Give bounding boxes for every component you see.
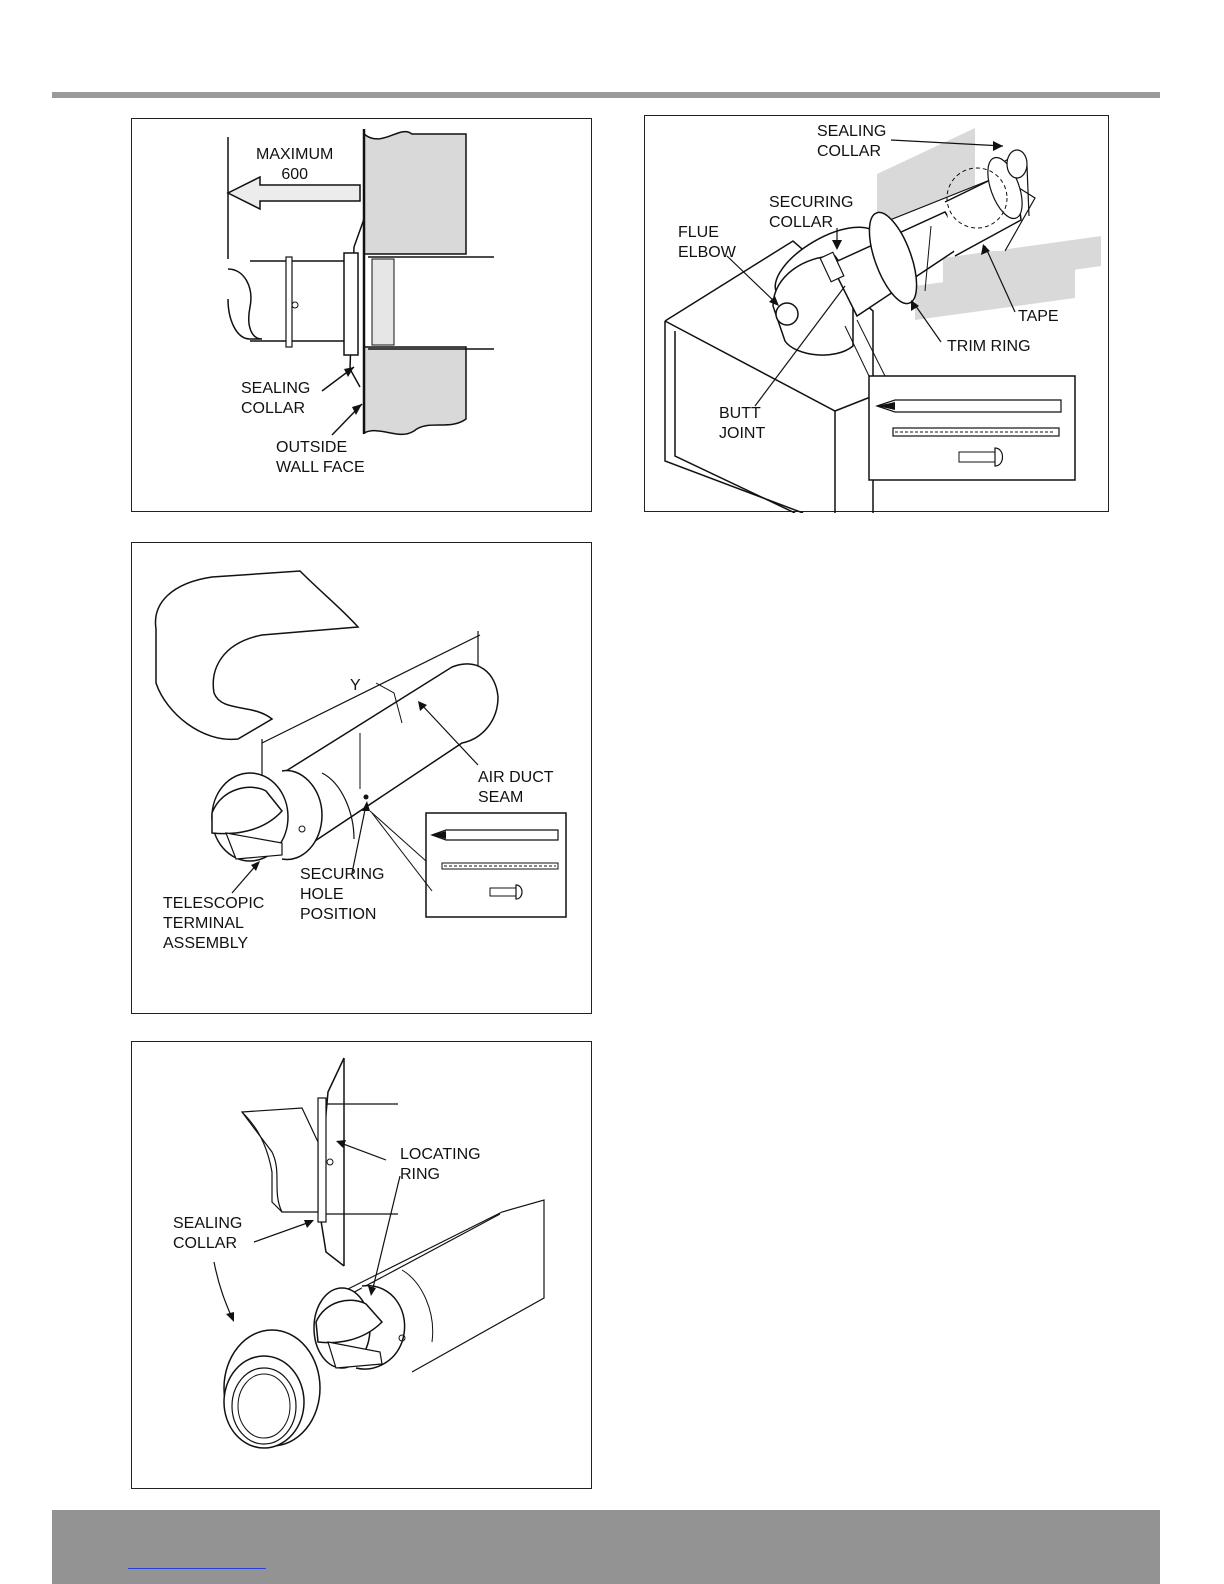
figure-flue-elbow-assembly: SEALING COLLAR SECURING COLLAR FLUE ELBO… (644, 115, 1109, 512)
figure-sealing-collar-fit: LOCATING RING SEALING COLLAR (131, 1041, 592, 1489)
sealing-collar-label: SEALING COLLAR (817, 122, 886, 162)
sealing-collar-label: SEALING COLLAR (241, 379, 310, 419)
footer-link[interactable] (128, 1554, 266, 1569)
securing-collar-label: SECURING COLLAR (769, 193, 853, 233)
trim-ring-label: TRIM RING (947, 337, 1031, 357)
tape-label: TAPE (1018, 307, 1059, 327)
sealing-collar-label: SEALING COLLAR (173, 1214, 242, 1254)
figure-terminal-measure: Y AIR DUCT SEAM SECURING HOLE POSITION T… (131, 542, 592, 1014)
terminal-assembly-label: TELESCOPIC TERMINAL ASSEMBLY (163, 894, 264, 954)
top-rule (52, 92, 1160, 98)
locating-ring-label: LOCATING RING (400, 1145, 481, 1185)
butt-joint-label: BUTT JOINT (719, 404, 765, 444)
figure-flue-wall-section: MAXIMUM 600 SEALING COLLAR OUTSIDE WALL … (131, 118, 592, 512)
maximum-label: MAXIMUM 600 (256, 145, 333, 185)
air-duct-seam-label: AIR DUCT SEAM (478, 768, 554, 808)
flue-elbow-label: FLUE ELBOW (678, 223, 736, 263)
dimension-y-label: Y (350, 676, 361, 696)
securing-hole-label: SECURING HOLE POSITION (300, 865, 384, 925)
outside-wall-face-label: OUTSIDE WALL FACE (276, 438, 365, 478)
sealing-collar-fit-drawing (132, 1042, 593, 1490)
footer-bar (52, 1510, 1160, 1584)
